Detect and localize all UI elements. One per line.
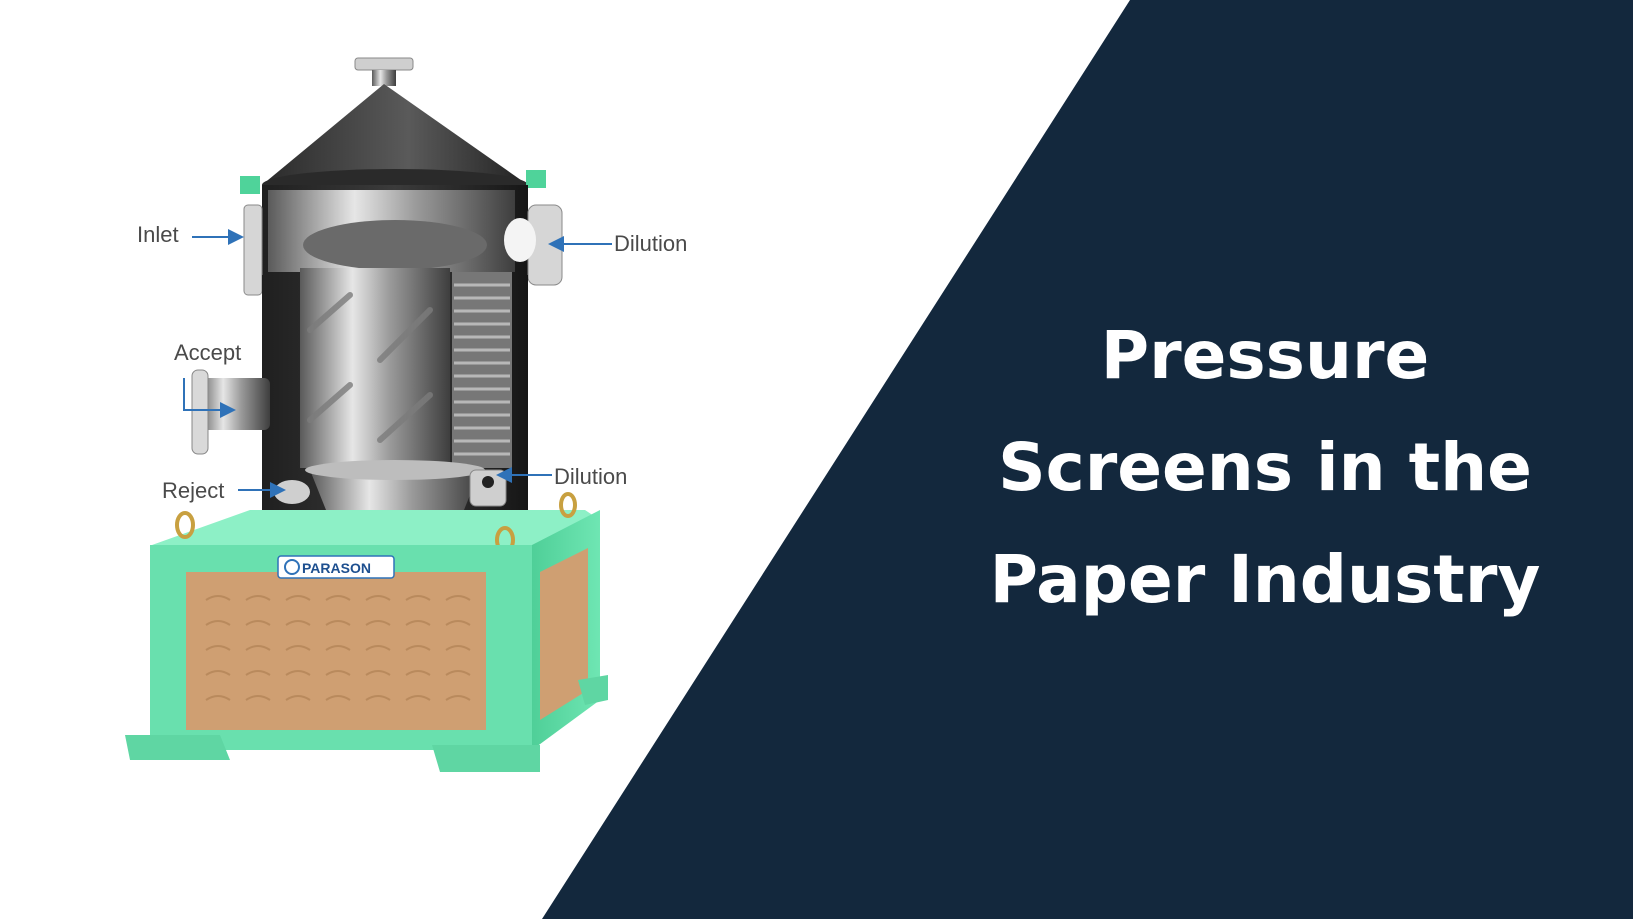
title-line-2: Screens in the [998,429,1532,506]
label-reject: Reject [162,478,225,503]
label-inlet: Inlet [137,222,179,247]
pressure-screen-illustration: PARASON [125,57,612,772]
title-line-1: Pressure [1100,317,1430,394]
title-line-3: Paper Industry [989,541,1541,618]
brand-label: PARASON [302,560,371,576]
label-accept: Accept [174,340,242,365]
label-dilution-bottom: Dilution [554,464,628,489]
page-title: Pressure Screens in the Paper Industry [935,300,1595,636]
label-dilution-top: Dilution [614,231,688,256]
